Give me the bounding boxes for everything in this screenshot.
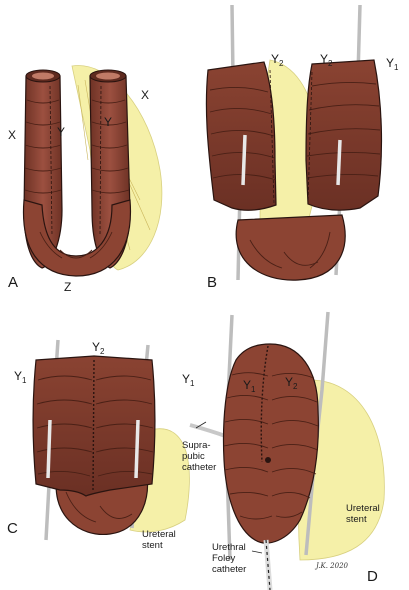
panel-b: B Y2 Y2 Y1 [205,4,399,291]
callout-arrow-suprapubic [195,421,207,429]
pouch [222,343,319,544]
mark-y2-top: Y2 [92,340,105,356]
mark-x-right: X [141,88,149,102]
mark-y-left: Y [57,125,65,139]
panel-letter-a: A [8,274,18,291]
panel-letter-b: B [207,274,217,291]
flap-left [205,61,277,211]
mark-y2-right: Y2 [320,52,333,68]
bowel-base [235,214,346,281]
panel-a: A X X Y Y Z [8,65,163,294]
artist-signature: J.K. 2020 [314,562,349,570]
haustra-a [24,99,130,259]
mark-y-right: Y [104,115,112,129]
panel-letter-d: D [367,568,378,585]
mark-y1-d: Y1 [243,378,256,394]
mark-x-left: X [8,128,16,142]
callout-arrow-foley [251,550,263,554]
panel-letter-c: C [7,520,18,537]
mark-y1-right: Y1 [386,56,399,72]
flap-right [305,59,383,211]
mark-y2-left: Y2 [271,52,284,68]
mark-z: Z [64,280,71,294]
bowel-u-bend [22,199,132,277]
mark-y1-left: Y1 [14,369,27,385]
mark-y2-d: Y2 [285,375,298,391]
mark-y1-right: Y1 [182,372,195,388]
